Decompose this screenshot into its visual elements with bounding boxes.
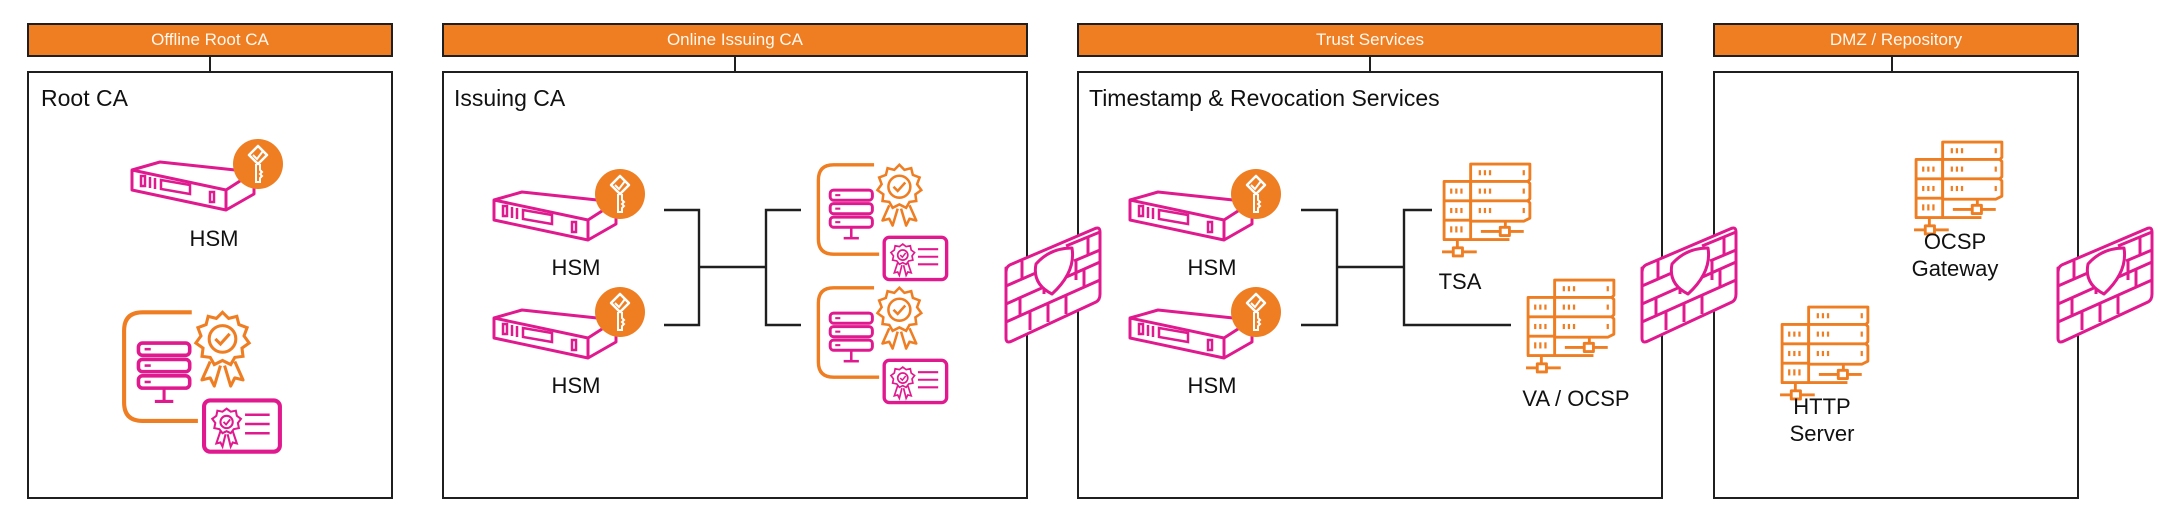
label-line: HTTP: [1793, 394, 1851, 419]
server-rack-icon: [1524, 278, 1616, 374]
certificate-authority-icon: [120, 310, 284, 456]
zone-connector: [1369, 57, 1371, 71]
zone-connector: [1891, 57, 1893, 71]
zone-header-offline-root-ca: Offline Root CA: [27, 23, 393, 57]
server-rack-icon: [1440, 162, 1532, 258]
node-label-http-server: HTTP Server: [1790, 393, 1855, 447]
hsm-key-icon: [1128, 168, 1283, 242]
zone-dmz-repository: [1713, 71, 2079, 499]
node-label-va-ocsp: VA / OCSP: [1522, 386, 1630, 411]
node-label-hsm: HSM: [551, 255, 601, 280]
zone-title: Root CA: [41, 85, 128, 111]
node-label-tsa: TSA: [1438, 269, 1482, 294]
hsm-key-icon: [130, 138, 285, 212]
label-line: OCSP: [1923, 229, 1987, 254]
zone-header-trust-services: Trust Services: [1077, 23, 1663, 57]
node-label-hsm: HSM: [1187, 255, 1237, 280]
zone-header-dmz-repository: DMZ / Repository: [1713, 23, 2079, 57]
server-rack-icon: [1912, 140, 2004, 236]
zone-title: Issuing CA: [454, 85, 566, 111]
zone-connector: [734, 57, 736, 71]
hsm-key-icon: [492, 168, 647, 242]
firewall-shield-icon: [2056, 226, 2154, 344]
zone-connector: [209, 57, 211, 71]
server-rack-icon: [1778, 305, 1870, 401]
firewall-shield-icon: [1004, 226, 1102, 344]
node-label-ocsp-gateway: OCSP Gateway: [1912, 228, 1999, 282]
zone-issuing-ca: Issuing CA: [442, 71, 1028, 499]
certificate-authority-icon: [816, 286, 949, 405]
zone-timestamp-revocation: Timestamp & Revocation Services: [1077, 71, 1663, 499]
label-line: Gateway: [1911, 256, 1999, 281]
node-label-hsm: HSM: [189, 226, 239, 251]
firewall-shield-icon: [1640, 226, 1738, 344]
hsm-key-icon: [492, 286, 647, 360]
certificate-authority-icon: [816, 163, 949, 282]
label-line: Server: [1789, 421, 1855, 446]
node-label-hsm: HSM: [1187, 373, 1237, 398]
node-label-hsm: HSM: [551, 373, 601, 398]
zone-title: Timestamp & Revocation Services: [1089, 85, 1440, 111]
hsm-key-icon: [1128, 286, 1283, 360]
zone-header-online-issuing-ca: Online Issuing CA: [442, 23, 1028, 57]
